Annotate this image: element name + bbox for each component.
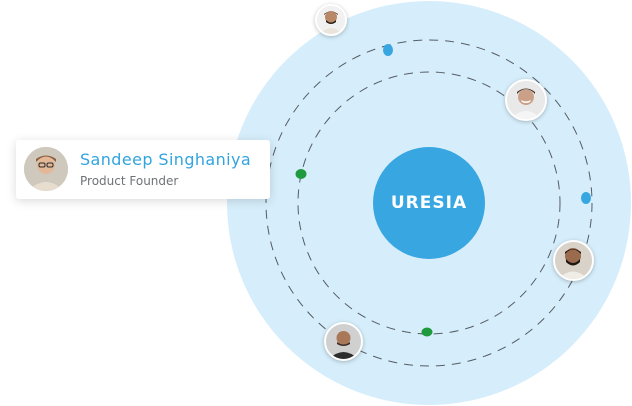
- brand-badge: URESIA: [373, 147, 485, 259]
- green-node-left: [295, 169, 307, 179]
- blue-node-top: [383, 44, 393, 56]
- profile-role: Product Founder: [80, 174, 179, 188]
- brand-name: URESIA: [390, 193, 468, 213]
- person-avatar-icon: [507, 81, 545, 119]
- profile-avatar: [24, 147, 68, 191]
- person-avatar-icon: [326, 324, 361, 359]
- profile-name: Sandeep Singhaniya: [80, 150, 252, 169]
- blue-node-right: [581, 192, 591, 204]
- outer-orbit-ring: [265, 39, 593, 367]
- orbit-avatar-bottom[interactable]: [324, 322, 363, 361]
- person-avatar-icon: [24, 147, 68, 191]
- green-node-bottom: [421, 327, 433, 337]
- orbit-avatar-top[interactable]: [315, 4, 347, 36]
- person-avatar-icon: [555, 242, 592, 279]
- orbit-avatar-upper-right[interactable]: [505, 79, 547, 121]
- person-avatar-icon: [317, 6, 345, 34]
- inner-orbit-ring: [297, 71, 561, 335]
- profile-card[interactable]: Sandeep Singhaniya Product Founder: [16, 140, 270, 199]
- orbit-avatar-right[interactable]: [553, 240, 594, 281]
